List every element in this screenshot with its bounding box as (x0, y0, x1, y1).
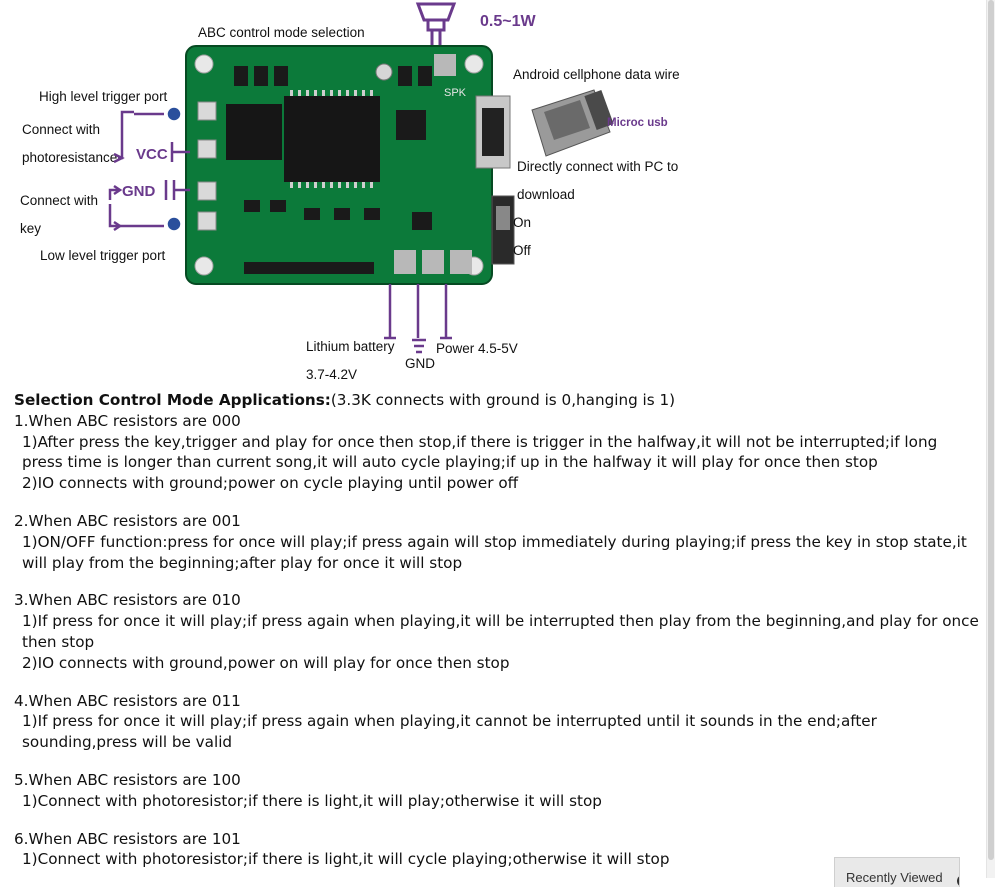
key-label: key (20, 221, 41, 236)
abc-mode-label: ABC control mode selection (198, 25, 365, 40)
photoresistance-bracket (113, 107, 181, 164)
section-item: 1)If press for once it will play;if pres… (22, 712, 877, 752)
chevron-up-icon: ▲ (956, 875, 959, 887)
lithium-voltage-label: 3.7-4.2V (306, 367, 357, 382)
off-label: Off (513, 243, 531, 258)
section-item: 1)If press for once it will play;if pres… (22, 612, 979, 651)
pc-download-label-1: Directly connect with PC to (517, 159, 678, 174)
gnd-left-label: GND (122, 183, 156, 200)
high-trigger-label: High level trigger port (39, 89, 168, 104)
gnd-left-line (164, 180, 190, 200)
vcc-label: VCC (136, 146, 168, 163)
heading-bold: Selection Control Mode Applications: (14, 391, 331, 409)
product-diagram-image: 0.5~1W (14, 0, 714, 390)
key-bracket (108, 184, 181, 232)
section-title: 5.When ABC resistors are 100 (14, 770, 241, 789)
heading-rest: (3.3K connects with ground is 0,hanging … (330, 391, 676, 409)
page-scrollbar[interactable] (986, 0, 995, 878)
connect-with-label-1: Connect with (22, 122, 100, 137)
section-title: 1.When ABC resistors are 000 (14, 411, 241, 430)
product-diagram-svg: 0.5~1W (20, 2, 680, 382)
lithium-battery-label: Lithium battery (306, 339, 395, 354)
micro-usb-label: Microc usb (607, 117, 668, 129)
speaker-icon (415, 2, 457, 50)
section-title: 3.When ABC resistors are 010 (14, 591, 241, 610)
on-label: On (513, 215, 531, 230)
spk-silkscreen: SPK (444, 87, 467, 99)
section-title: 2.When ABC resistors are 001 (14, 511, 241, 530)
section-title: 6.When ABC resistors are 101 (14, 829, 241, 848)
section-item: 1)Connect with photoresistor;if there is… (22, 850, 670, 869)
section-item: 1)Connect with photoresistor;if there is… (22, 791, 602, 810)
vcc-line (170, 142, 190, 162)
photoresistance-label: photoresistance (22, 150, 117, 165)
gnd-bottom-label: GND (405, 356, 435, 371)
power-input-label: Power 4.5-5V (436, 341, 518, 356)
pcb-board: SPK (185, 45, 515, 285)
power-range-label: 0.5~1W (480, 13, 536, 30)
section-item: 2)IO connects with ground,power on will … (22, 653, 510, 672)
connect-with-label-2: Connect with (20, 193, 98, 208)
battery-lines (384, 284, 452, 354)
section-heading: Selection Control Mode Applications:(3.3… (14, 390, 979, 411)
section-title: 4.When ABC resistors are 011 (14, 691, 241, 710)
android-wire-label: Android cellphone data wire (513, 67, 680, 82)
low-trigger-label: Low level trigger port (40, 248, 166, 263)
micro-usb-cable-icon (531, 89, 614, 157)
section-item: 1)ON/OFF function:press for once will pl… (22, 532, 967, 572)
product-description: Selection Control Mode Applications:(3.3… (14, 390, 979, 870)
recently-viewed-tab[interactable]: Recently Viewed▲ (834, 857, 960, 887)
section-item: 1)After press the key,trigger and play f… (22, 432, 938, 472)
pc-download-label-2: download (517, 187, 575, 202)
section-item: 2)IO connects with ground;power on cycle… (22, 474, 519, 493)
scrollbar-thumb[interactable] (988, 0, 994, 860)
